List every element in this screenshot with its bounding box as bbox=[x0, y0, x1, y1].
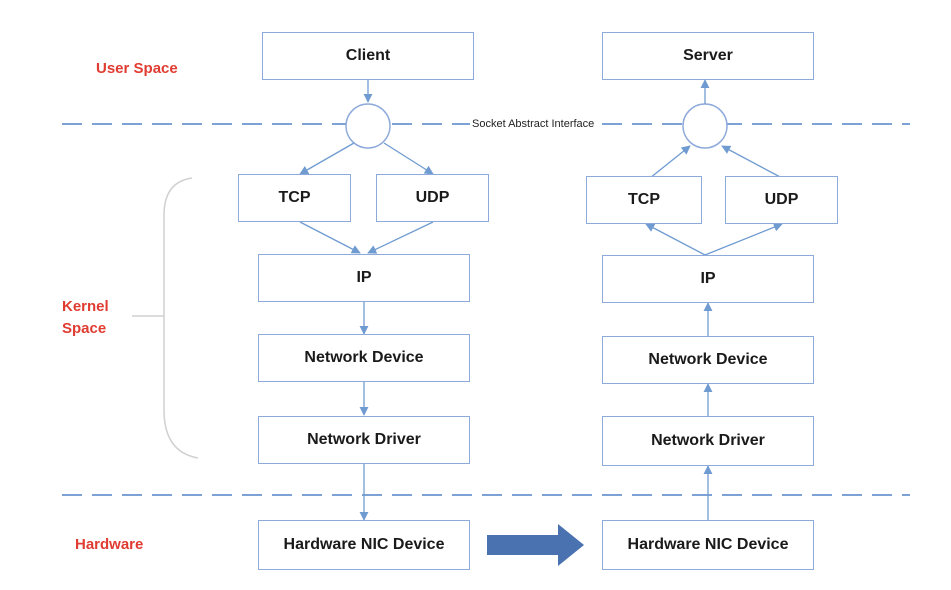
client-network-driver-box: Network Driver bbox=[258, 416, 470, 464]
nic-transfer-arrow bbox=[487, 524, 584, 566]
kernel-space-label: Kernel Space bbox=[62, 296, 109, 340]
server-udp-box: UDP bbox=[725, 176, 838, 224]
client-udp-box: UDP bbox=[376, 174, 489, 222]
kernel-space-brace bbox=[163, 177, 199, 459]
ip-to-tcp-arrow bbox=[645, 223, 706, 256]
server-network-device-box: Network Device bbox=[602, 336, 814, 384]
user-space-label: User Space bbox=[96, 60, 178, 77]
udp-to-ip-arrow bbox=[367, 221, 434, 254]
kernel-space-label-line2: Space bbox=[62, 320, 107, 337]
server-network-driver-box: Network Driver bbox=[602, 416, 814, 466]
client-nic-box: Hardware NIC Device bbox=[258, 520, 470, 570]
client-arrows bbox=[299, 80, 434, 521]
server-arrows bbox=[645, 79, 783, 520]
client-network-device-box: Network Device bbox=[258, 334, 470, 382]
socket-to-udp-arrow bbox=[383, 142, 434, 175]
client-box: Client bbox=[262, 32, 474, 80]
server-box: Server bbox=[602, 32, 814, 80]
server-ip-box: IP bbox=[602, 255, 814, 303]
ip-to-udp-arrow bbox=[704, 222, 783, 256]
server-tcp-box: TCP bbox=[586, 176, 702, 224]
server-nic-box: Hardware NIC Device bbox=[602, 520, 814, 570]
udp-to-socket-arrow bbox=[721, 145, 783, 179]
kernel-space-label-line1: Kernel bbox=[62, 298, 109, 315]
tcp-to-ip-arrow bbox=[299, 221, 361, 254]
server-socket-circle bbox=[682, 103, 728, 149]
socket-interface-label: Socket Abstract Interface bbox=[470, 118, 597, 130]
tcp-to-socket-arrow bbox=[649, 145, 691, 179]
hardware-label: Hardware bbox=[75, 536, 144, 553]
client-tcp-box: TCP bbox=[238, 174, 351, 222]
client-ip-box: IP bbox=[258, 254, 470, 302]
socket-to-tcp-arrow bbox=[299, 142, 355, 175]
client-socket-circle bbox=[345, 103, 391, 149]
